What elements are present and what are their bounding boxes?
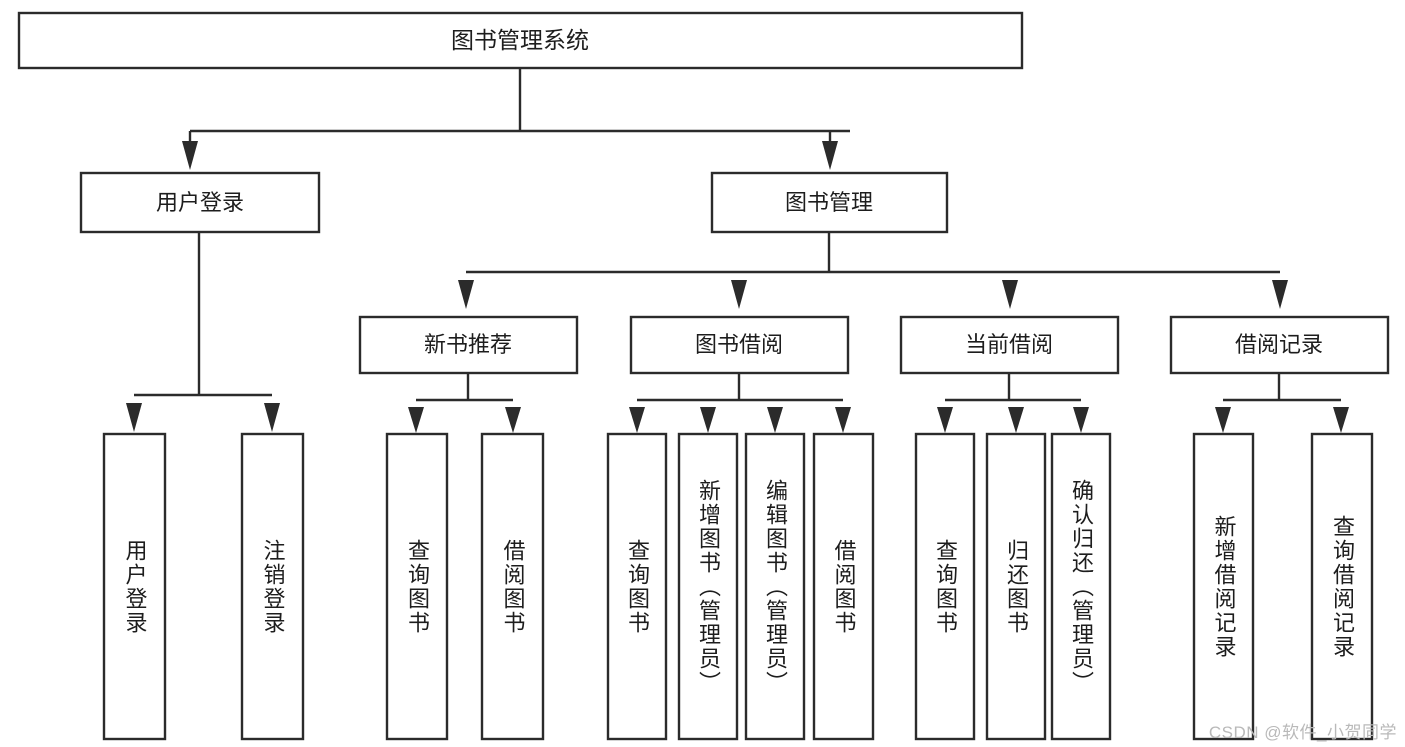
node-book-management-label: 图书管理 <box>785 190 873 215</box>
node-borrow-record-label: 借阅记录 <box>1235 332 1323 357</box>
leaf-add-borrow-record[interactable] <box>1192 432 1255 741</box>
leaf-borrow-book-newbook[interactable] <box>480 432 545 741</box>
connector-borrowrecord-to-leaves <box>1215 373 1349 433</box>
node-root-system[interactable] <box>17 11 1024 70</box>
node-new-book-recommend[interactable] <box>358 315 579 375</box>
node-new-book-recommend-label: 新书推荐 <box>424 332 512 357</box>
arrow-head-icon <box>1272 280 1288 309</box>
csdn-watermark: CSDN @软件_小贺同学 <box>1208 723 1397 742</box>
arrow-head-icon <box>408 407 424 433</box>
leaf-query-book-current[interactable] <box>914 432 976 741</box>
arrow-head-icon <box>182 141 198 170</box>
connector-bookborrow-to-leaves <box>629 373 851 433</box>
leaf-return-book[interactable] <box>985 432 1047 741</box>
arrow-head-icon <box>126 403 142 432</box>
arrow-head-icon <box>1333 407 1349 433</box>
arrow-head-icon <box>835 407 851 433</box>
node-book-borrow-label: 图书借阅 <box>695 332 783 357</box>
arrow-head-icon <box>458 280 474 309</box>
leaf-query-borrow-record[interactable] <box>1310 432 1374 741</box>
arrow-head-icon <box>1008 407 1024 433</box>
node-root-system-label: 图书管理系统 <box>451 27 589 53</box>
node-current-borrow[interactable] <box>899 315 1120 375</box>
connector-newbook-to-leaves <box>408 373 521 433</box>
connector-bookmgmt-to-level2 <box>458 232 1288 309</box>
arrow-head-icon <box>937 407 953 433</box>
leaf-borrow-book[interactable] <box>812 432 875 741</box>
arrow-head-icon <box>767 407 783 433</box>
node-user-login[interactable] <box>79 171 321 234</box>
arrow-head-icon <box>629 407 645 433</box>
node-current-borrow-label: 当前借阅 <box>965 332 1053 357</box>
arrow-head-icon <box>505 407 521 433</box>
arrow-head-icon <box>264 403 280 432</box>
connector-currentborrow-to-leaves <box>937 373 1089 433</box>
leaf-add-book-admin[interactable] <box>677 432 739 741</box>
arrow-head-icon <box>1073 407 1089 433</box>
node-user-login-label: 用户登录 <box>156 190 244 215</box>
node-book-borrow[interactable] <box>629 315 850 375</box>
node-borrow-record[interactable] <box>1169 315 1390 375</box>
leaf-user-login[interactable] <box>102 432 167 741</box>
arrow-head-icon <box>731 280 747 309</box>
connector-root-to-level1 <box>182 69 850 170</box>
arrow-head-icon <box>822 141 838 170</box>
connector-userlogin-to-leaves <box>126 232 280 432</box>
arrow-head-icon <box>700 407 716 433</box>
leaf-logout[interactable] <box>240 432 305 741</box>
leaf-query-book-newbook[interactable] <box>385 432 449 741</box>
node-book-management[interactable] <box>710 171 949 234</box>
arrow-head-icon <box>1215 407 1231 433</box>
leaf-edit-book-admin[interactable] <box>744 432 806 741</box>
leaf-confirm-return-admin[interactable] <box>1050 432 1112 741</box>
leaf-query-book-borrow[interactable] <box>606 432 668 741</box>
arrow-head-icon <box>1002 280 1018 309</box>
